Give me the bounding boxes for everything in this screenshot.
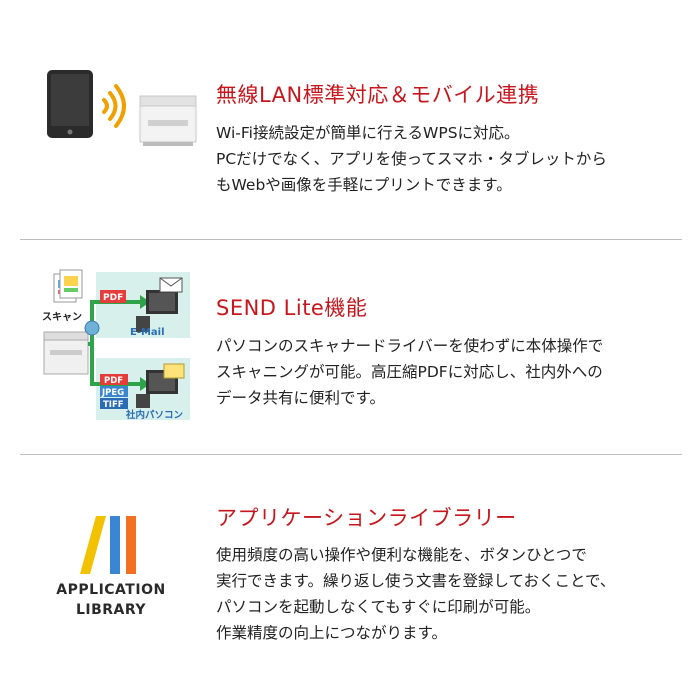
folder-icon	[163, 363, 185, 379]
pc-label: 社内パソコン	[125, 409, 183, 421]
document-icon	[53, 269, 83, 303]
wifi-icon	[102, 84, 126, 128]
description-line: Wi-Fi接続設定が簡単に行えるWPSに対応。	[216, 124, 520, 142]
scan-label: スキャン	[42, 311, 82, 323]
send-lite-illustration: スキャン PDF	[42, 269, 190, 421]
envelope-icon	[159, 277, 183, 293]
feature-send-lite: スキャン PDF	[0, 262, 700, 432]
format-badge: PDF	[104, 376, 123, 386]
network-globe-icon	[84, 320, 100, 336]
feature-title: 無線LAN標準対応＆モバイル連携	[216, 83, 540, 107]
section-divider	[20, 454, 682, 455]
feature-description: 使用頻度の高い操作や便利な機能を、ボタンひとつで 実行できます。繰り返し使う文書…	[216, 542, 686, 646]
description-line: 実行できます。繰り返し使う文書を登録しておくことで、	[216, 572, 616, 590]
description-line: 作業精度の向上につながります。	[216, 624, 447, 642]
feature-application-library: APPLICATION LIBRARY アプリケーションライブラリー 使用頻度の…	[0, 482, 700, 682]
feature-description: パソコンのスキャナードライバーを使わずに本体操作で スキャニングが可能。高圧縮P…	[216, 333, 686, 411]
feature-title: アプリケーションライブラリー	[216, 506, 517, 530]
description-line: スキャニングが可能。高圧縮PDFに対応し、社内外への	[216, 363, 603, 381]
arrow-icon	[140, 295, 150, 309]
mfp-printer-icon	[43, 331, 89, 375]
logo-text-line: LIBRARY	[75, 602, 147, 618]
wireless-mobile-illustration	[47, 70, 197, 146]
computer-icon	[136, 370, 178, 408]
application-library-wordmark: APPLICATION LIBRARY	[40, 580, 182, 620]
email-label: E-Mail	[130, 327, 165, 338]
printer-icon	[139, 95, 197, 146]
format-badge: PDF	[103, 293, 123, 303]
arrow-icon	[140, 377, 150, 391]
section-divider	[20, 239, 682, 240]
description-line: データ共有に便利です。	[216, 389, 385, 407]
logo-stripe-yellow	[80, 516, 106, 574]
tablet-icon	[47, 70, 93, 138]
description-line: パソコンを起動しなくてもすぐに印刷が可能。	[216, 598, 541, 616]
feature-wireless-lan: 無線LAN標準対応＆モバイル連携 Wi-Fi接続設定が簡単に行えるWPSに対応。…	[0, 60, 700, 230]
feature-title: SEND Lite機能	[216, 296, 368, 320]
description-line: PCだけでなく、アプリを使ってスマホ・タブレットから	[216, 150, 607, 168]
description-line: 使用頻度の高い操作や便利な機能を、ボタンひとつで	[216, 546, 587, 564]
logo-text-line: APPLICATION	[56, 582, 166, 598]
description-line: もWebや画像を手軽にプリントできます。	[216, 176, 512, 194]
description-line: パソコンのスキャナードライバーを使わずに本体操作で	[216, 337, 604, 355]
logo-stripe-blue	[110, 516, 120, 574]
computer-icon	[136, 290, 178, 332]
feature-description: Wi-Fi接続設定が簡単に行えるWPSに対応。 PCだけでなく、アプリを使ってス…	[216, 120, 686, 198]
logo-stripe-orange	[126, 516, 136, 574]
format-badge: TIFF	[103, 400, 124, 410]
application-library-logo	[80, 516, 136, 574]
format-badge: JPEG	[101, 388, 124, 398]
